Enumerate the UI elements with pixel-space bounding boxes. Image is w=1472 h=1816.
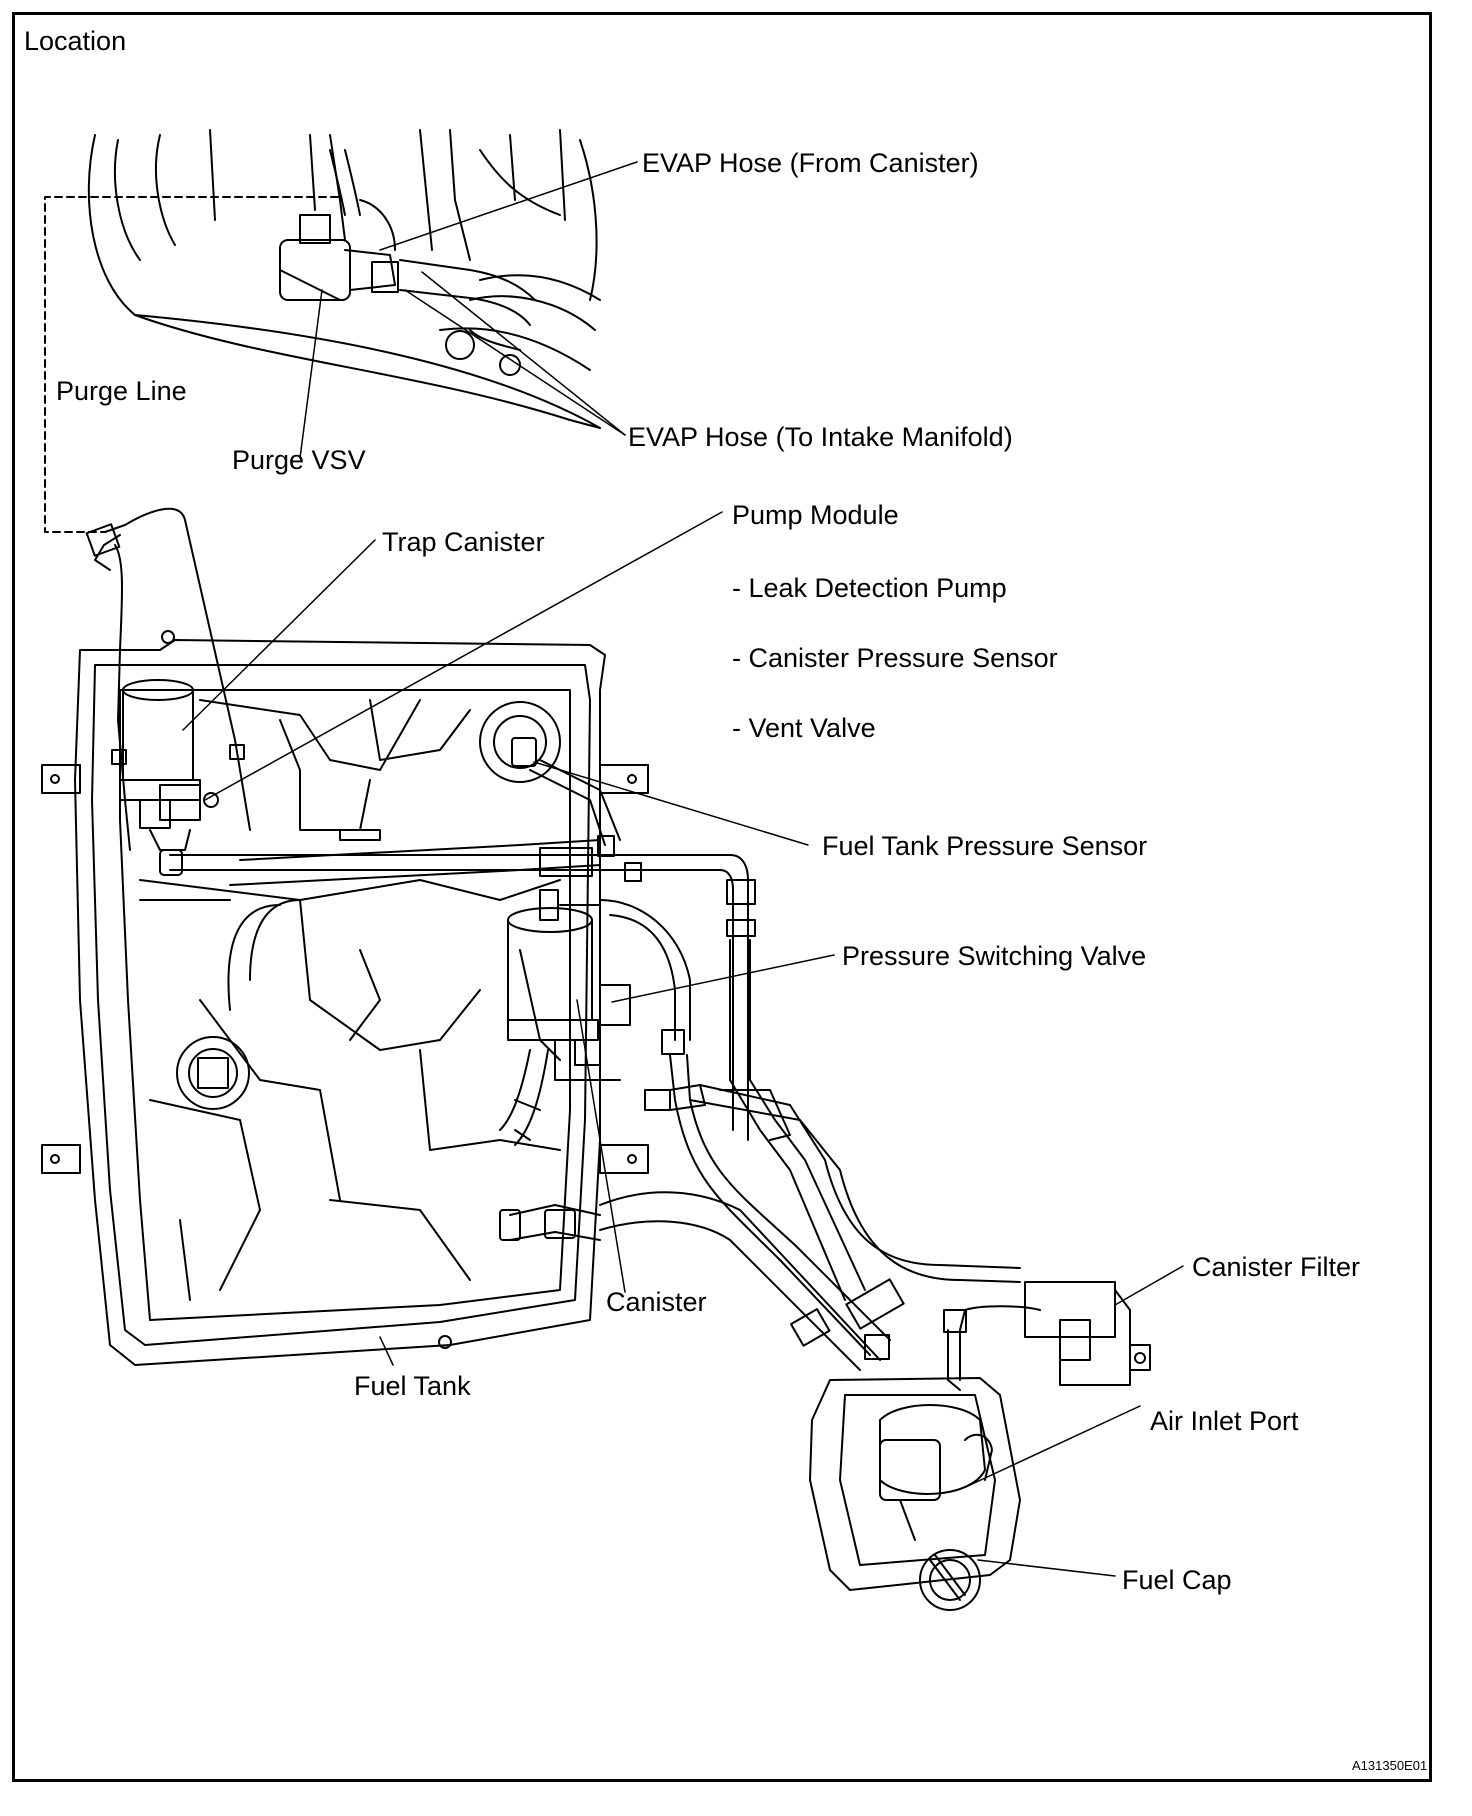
label-fuel-tank: Fuel Tank <box>354 1371 471 1401</box>
label-evap-hose-from-canister: EVAP Hose (From Canister) <box>642 148 979 178</box>
label-canister: Canister <box>606 1287 707 1317</box>
label-evap-hose-to-intake: EVAP Hose (To Intake Manifold) <box>628 422 1013 452</box>
label-purge-vsv: Purge VSV <box>232 445 366 475</box>
label-leak-detection-pump: - Leak Detection Pump <box>732 573 1007 603</box>
canister-hoses <box>499 899 1021 1371</box>
label-pump-module: Pump Module <box>732 500 899 530</box>
filler-neck-drawing <box>790 1278 1021 1611</box>
figure-code: A131350E01 <box>1352 1758 1428 1773</box>
label-trap-canister: Trap Canister <box>382 527 545 557</box>
engine-compartment-inset <box>87 129 601 429</box>
leader-lines <box>182 161 1184 1577</box>
label-canister-filter: Canister Filter <box>1192 1252 1361 1282</box>
purge-line-dashed <box>44 196 339 533</box>
figure-frame <box>12 12 1432 1782</box>
trap-canister-drawing <box>119 679 219 851</box>
purge-hoses <box>85 507 251 851</box>
fuel-tank-outline <box>41 630 649 1366</box>
label-vent-valve: - Vent Valve <box>732 713 876 743</box>
label-fuel-cap: Fuel Cap <box>1122 1565 1232 1595</box>
title-label: Location <box>24 26 127 56</box>
canister-filter-drawing <box>943 1281 1151 1391</box>
label-pressure-switching-valve: Pressure Switching Valve <box>842 941 1147 971</box>
charcoal-canister-drawing <box>499 889 631 1146</box>
label-air-inlet-port: Air Inlet Port <box>1150 1406 1299 1436</box>
label-purge-line: Purge Line <box>56 376 187 406</box>
tank-pipes <box>139 759 866 1301</box>
label-canister-pressure-sensor: - Canister Pressure Sensor <box>732 643 1058 673</box>
label-fuel-tank-pressure-sensor: Fuel Tank Pressure Sensor <box>822 831 1148 861</box>
